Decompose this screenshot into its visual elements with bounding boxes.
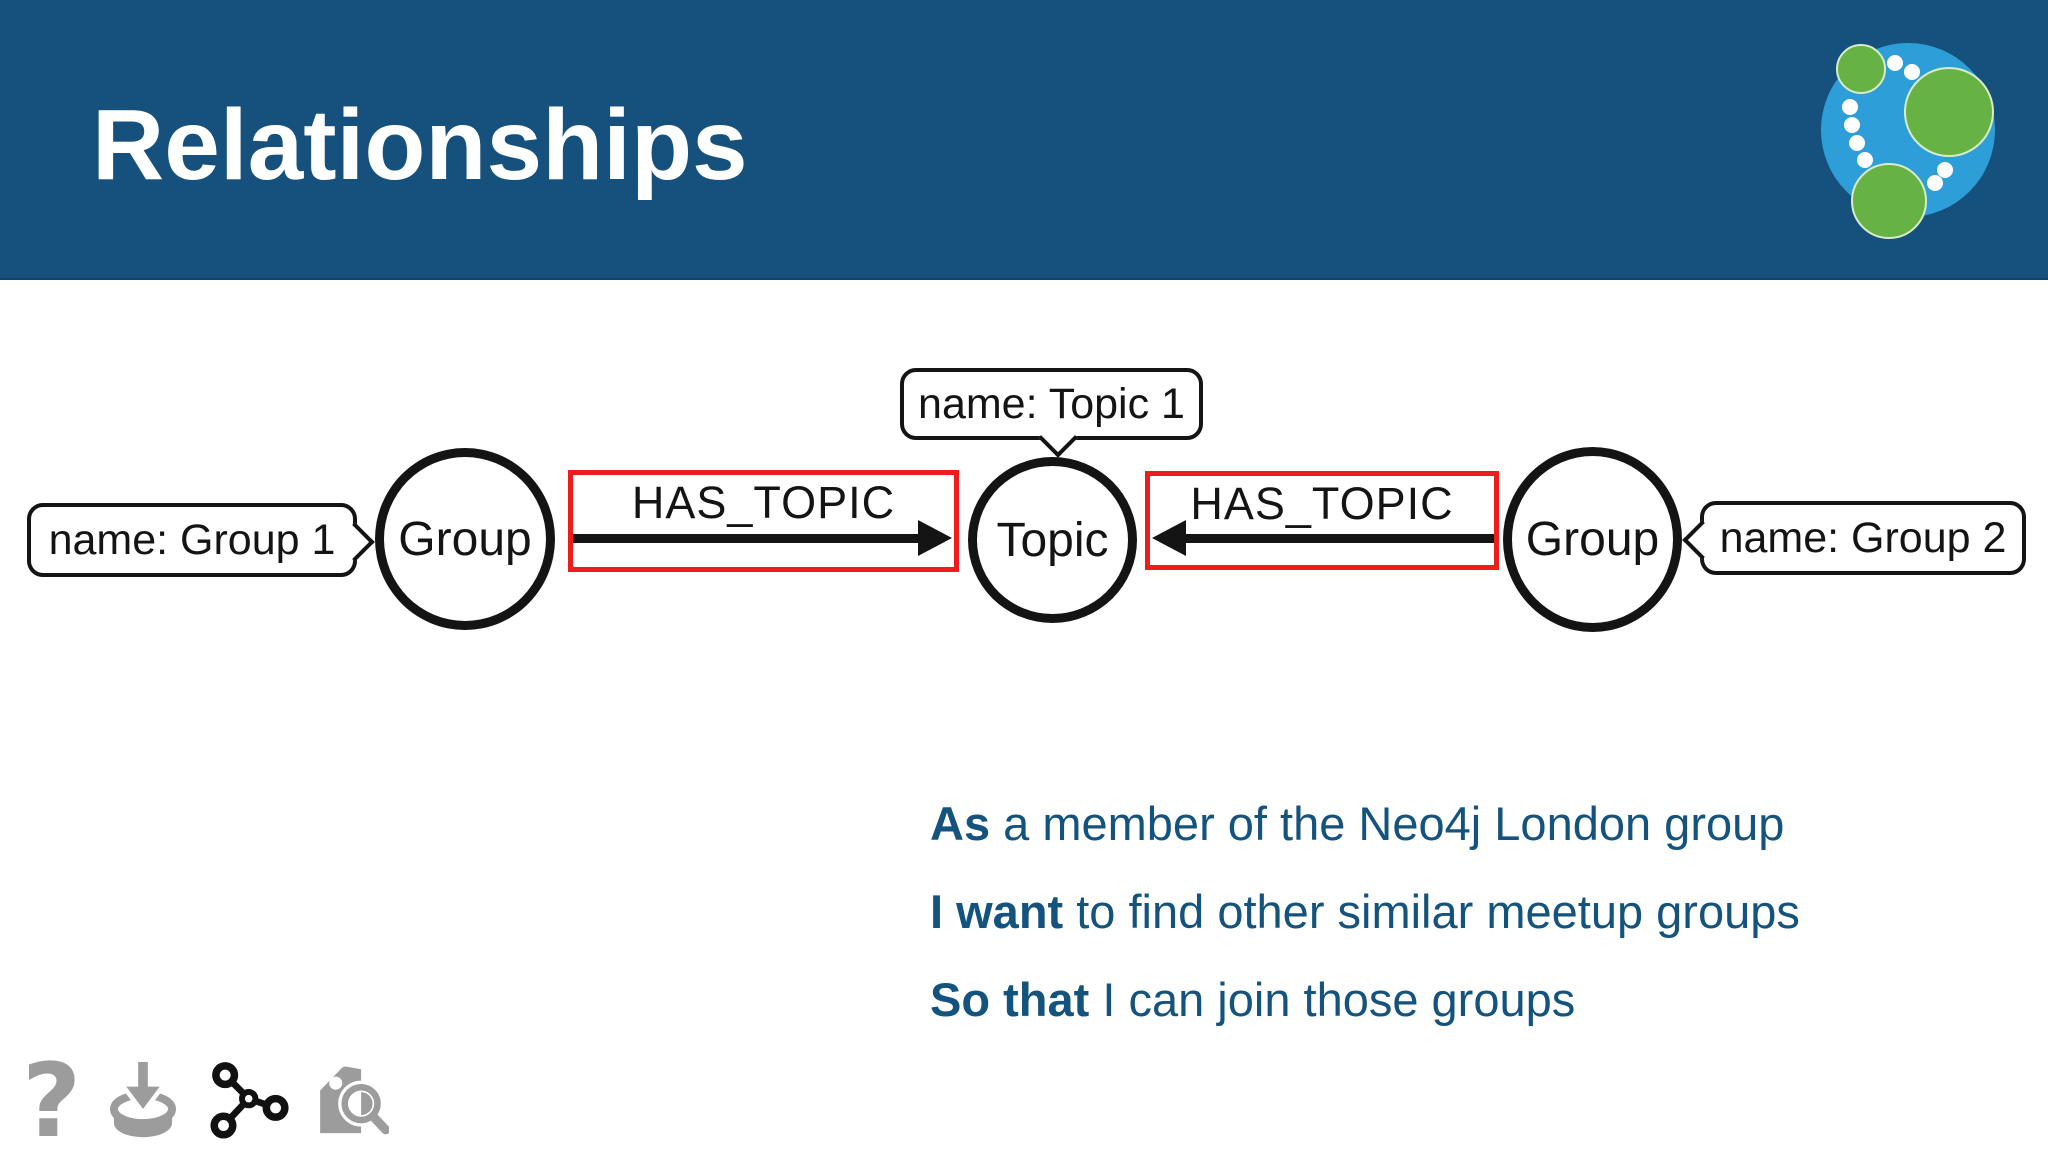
download-icon <box>110 1058 177 1138</box>
property-label-group2-text: name: Group 2 <box>1719 513 2007 562</box>
relationship-type-label: HAS_TOPIC <box>1190 478 1454 529</box>
user-story-text: to find other similar meetup groups <box>1063 885 1800 938</box>
bubble-pointer-icon <box>335 522 375 562</box>
footer-icons: ? <box>22 1042 390 1152</box>
arrow-shaft <box>1184 534 1494 543</box>
user-story-line: So that I can join those groups <box>930 972 1575 1028</box>
user-story-bold: So that <box>930 973 1090 1026</box>
node-group-2: Group <box>1503 447 1682 632</box>
arrow-left-icon <box>1152 520 1186 556</box>
node-topic: Topic <box>968 457 1137 623</box>
node-label: Topic <box>996 513 1109 567</box>
relationship-has-topic-1: HAS_TOPIC <box>568 470 959 572</box>
help-icon: ? <box>22 1042 82 1152</box>
user-story-text: a member of the Neo4j London group <box>990 797 1785 850</box>
search-tag-icon <box>320 1066 390 1137</box>
property-label-group1-text: name: Group 1 <box>48 515 336 564</box>
property-label-topic1: name: Topic 1 <box>900 368 1203 458</box>
property-label-topic1-text: name: Topic 1 <box>918 379 1185 428</box>
arrow-shaft <box>573 534 923 543</box>
header: Relationships <box>0 0 2048 280</box>
node-group-1: Group <box>375 448 555 630</box>
page-title: Relationships <box>92 89 748 201</box>
user-story-text: I can join those groups <box>1089 973 1576 1026</box>
neo4j-logo <box>1821 43 1995 239</box>
node-label: Group <box>1525 513 1660 566</box>
user-story-line: I want to find other similar meetup grou… <box>930 884 1800 940</box>
property-label-group2: name: Group 2 <box>1682 501 2026 575</box>
relationship-type-label: HAS_TOPIC <box>631 477 896 528</box>
user-story-bold: As <box>930 797 991 850</box>
property-label-group1: name: Group 1 <box>27 503 375 577</box>
user-story-line: As a member of the Neo4j London group <box>930 796 1784 852</box>
relationship-has-topic-2: HAS_TOPIC <box>1145 471 1499 570</box>
arrow-right-icon <box>918 520 952 556</box>
node-label: Group <box>398 512 532 566</box>
bubble-pointer-icon <box>1682 520 1722 560</box>
user-story-bold: I want <box>930 885 1064 938</box>
graph-icon <box>210 1062 289 1139</box>
